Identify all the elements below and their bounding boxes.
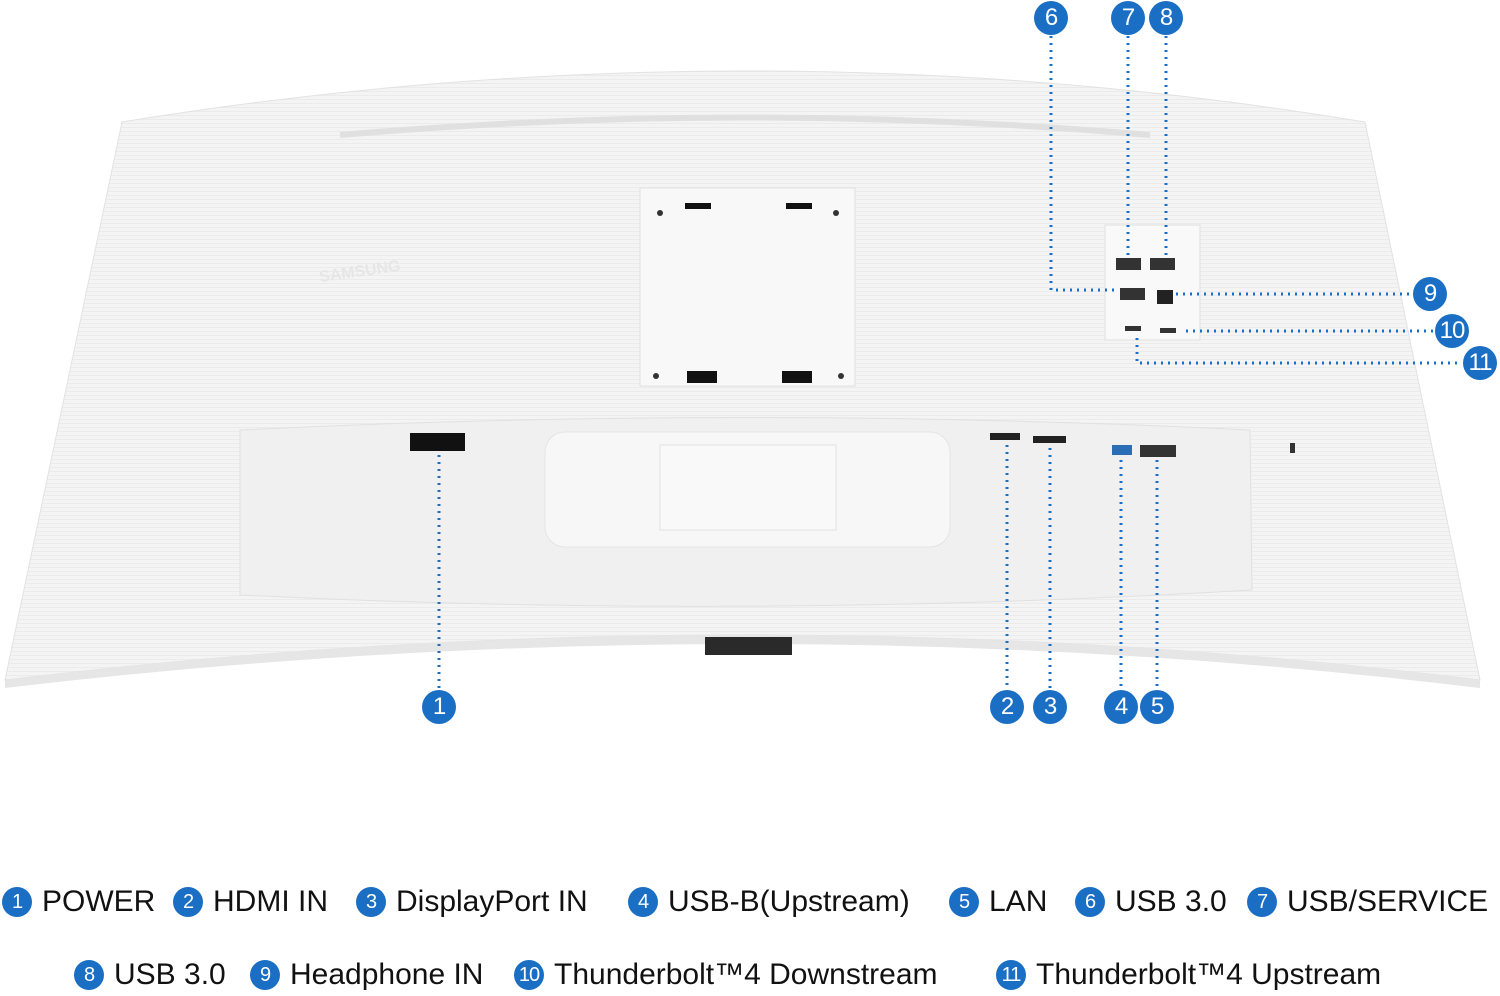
callout-9: 9 [1413,277,1447,311]
callout-11: 11 [1463,346,1497,380]
legend-label: Headphone IN [290,958,484,991]
legend-item-power: 1 POWER [2,885,155,919]
legend-item-tb4-upstream: 11 Thunderbolt™4 Upstream [996,958,1381,992]
legend-number: 3 [356,887,386,917]
legend-label: USB 3.0 [1115,885,1227,918]
monitor-body: SAMSUNG [4,70,1481,688]
legend-number: 9 [250,960,280,990]
callout-4: 4 [1104,690,1138,724]
legend-item-displayport: 3 DisplayPort IN [356,885,588,919]
callout-6: 6 [1034,1,1068,35]
callout-7: 7 [1111,1,1145,35]
legend-item-tb4-downstream: 10 Thunderbolt™4 Downstream [514,958,938,992]
legend-label: POWER [42,885,156,918]
legend-number: 1 [2,887,32,917]
callout-2: 2 [990,690,1024,724]
callout-8: 8 [1149,1,1183,35]
legend-item-usb30-a: 6 USB 3.0 [1075,885,1227,919]
legend-item-headphone: 9 Headphone IN [250,958,483,992]
legend-label: USB-B(Upstream) [668,885,910,918]
legend-item-hdmi: 2 HDMI IN [173,885,328,919]
callout-5: 5 [1140,690,1174,724]
legend-number: 11 [996,960,1026,990]
legend-label: HDMI IN [213,885,328,918]
legend-label: LAN [989,885,1048,918]
legend-number: 5 [949,887,979,917]
legend-label: USB/SERVICE [1287,885,1489,918]
callout-10: 10 [1435,314,1469,348]
legend-number: 10 [514,960,544,990]
legend-item-lan: 5 LAN [949,885,1047,919]
callout-1: 1 [422,690,456,724]
legend-label: Thunderbolt™4 Upstream [1036,958,1382,991]
legend-number: 8 [74,960,104,990]
legend-number: 4 [628,887,658,917]
legend-item-usb30-b: 8 USB 3.0 [74,958,226,992]
callout-lines [437,36,1462,690]
legend-label: USB 3.0 [114,958,226,991]
legend-number: 6 [1075,887,1105,917]
legend-label: Thunderbolt™4 Downstream [554,958,938,991]
legend-number: 2 [173,887,203,917]
callout-3: 3 [1033,690,1067,724]
legend-item-usb-service: 7 USB/SERVICE [1247,885,1488,919]
legend-number: 7 [1247,887,1277,917]
legend-item-usb-b: 4 USB-B(Upstream) [628,885,910,919]
legend-label: DisplayPort IN [396,885,588,918]
